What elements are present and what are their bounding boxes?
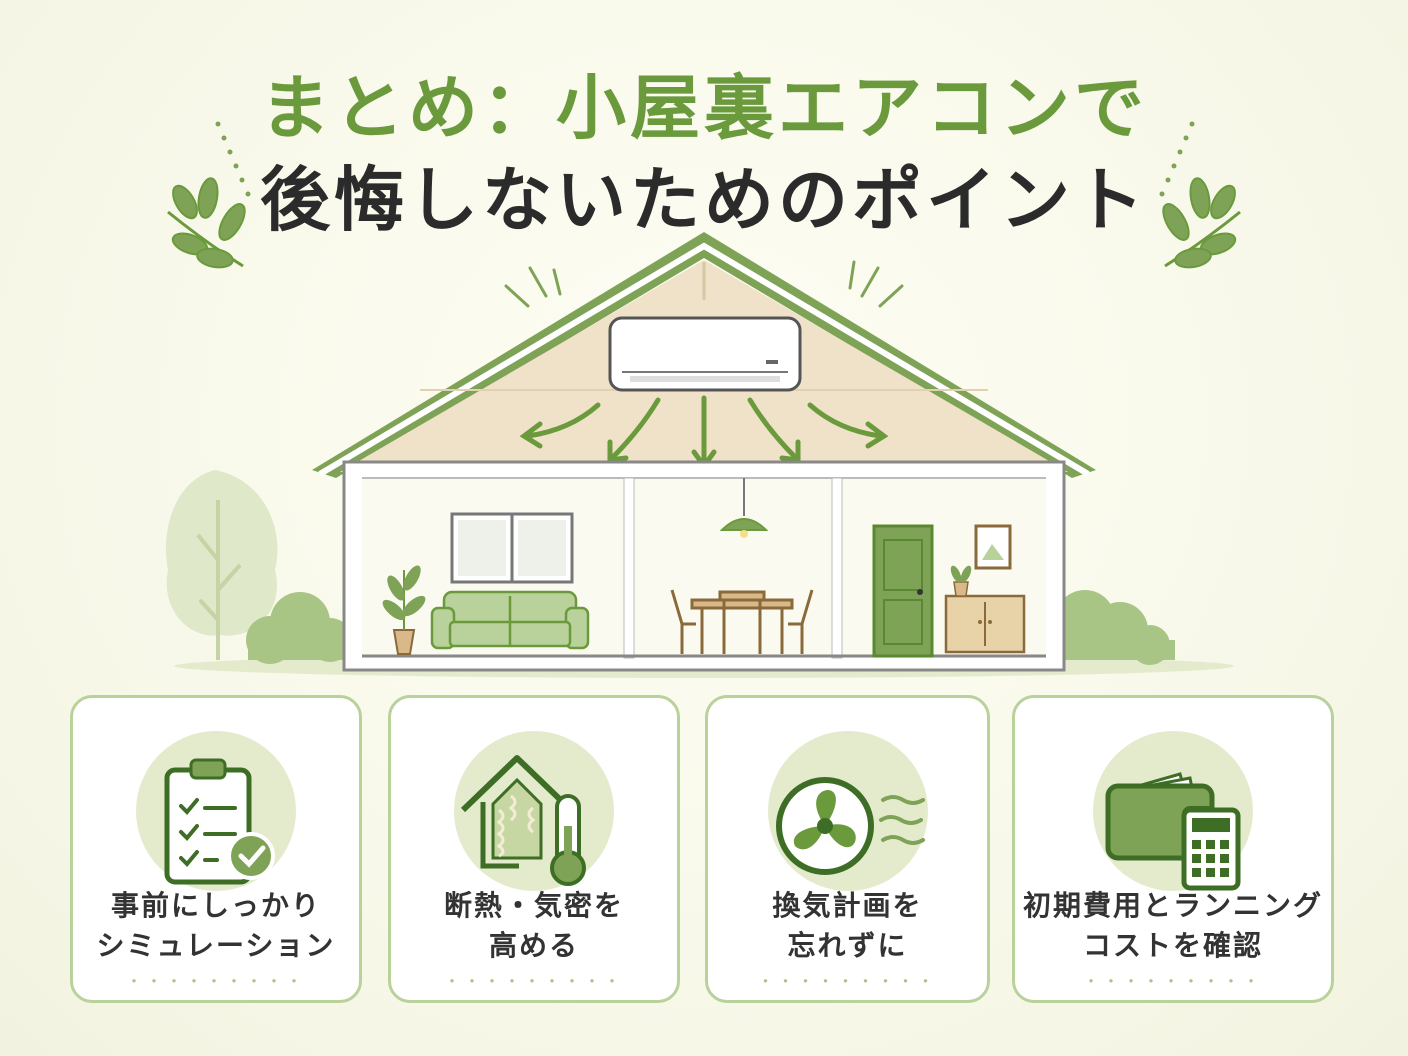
checklist-icon	[136, 731, 296, 891]
tree-icon	[165, 470, 278, 660]
card2-dots: ・・・・・・・・・	[443, 972, 625, 991]
cabinet	[944, 565, 1026, 654]
lamp-icon	[719, 478, 769, 538]
dining-table-icon	[670, 589, 814, 654]
card4-label-line2: コストを確認	[1082, 929, 1263, 962]
page-title-line1: まとめ：小屋裏エアコンで	[260, 67, 1148, 149]
point-card-cost: 初期費用とランニング コストを確認 ・・・・・・・・・	[1012, 695, 1334, 1003]
sofa-icon	[430, 590, 590, 650]
window	[450, 512, 574, 584]
sparkle-left	[504, 266, 562, 308]
airflow-arrow-icon	[519, 395, 889, 471]
card4-label-line1: 初期費用とランニング	[1022, 889, 1323, 922]
card2-label-line2: 高める	[488, 929, 579, 962]
point-card-simulation: 事前にしっかり シミュレーション ・・・・・・・・・	[70, 695, 362, 1003]
card1-dots: ・・・・・・・・・	[125, 972, 307, 991]
card4-dots: ・・・・・・・・・	[1082, 972, 1264, 991]
point-card-ventilation: 換気計画を 忘れずに ・・・・・・・・・	[705, 695, 990, 1003]
leaf-branch-icon-right	[1162, 177, 1241, 269]
ventilation-fan-icon	[767, 731, 928, 891]
card1-label-line2: シミュレーション	[96, 929, 336, 962]
bush-left	[246, 592, 352, 664]
dots-right	[1159, 121, 1195, 197]
dots-left	[215, 121, 251, 197]
picture-frame	[974, 524, 1012, 570]
insulated-house-thermometer-icon	[454, 731, 614, 891]
card2-label-line1: 断熱・気密を	[443, 889, 624, 922]
wallet-calculator-icon	[1093, 731, 1253, 891]
leaf-branch-icon-left	[167, 177, 246, 269]
house-illustration	[165, 121, 1241, 678]
card3-label-line1: 換気計画を	[772, 889, 923, 922]
plant-icon	[382, 565, 426, 655]
card1-label-line1: 事前にしっかり	[110, 889, 321, 922]
air-conditioner-icon	[608, 316, 802, 392]
card3-dots: ・・・・・・・・・	[757, 972, 938, 991]
point-card-insulation: 断熱・気密を 高める ・・・・・・・・・	[388, 695, 680, 1003]
sparkle-right	[848, 260, 904, 308]
page-title-line2: 後悔しないためのポイント	[260, 159, 1148, 241]
bush-right	[1055, 590, 1175, 665]
door-icon	[872, 524, 934, 658]
card3-label-line2: 忘れずに	[787, 929, 908, 962]
